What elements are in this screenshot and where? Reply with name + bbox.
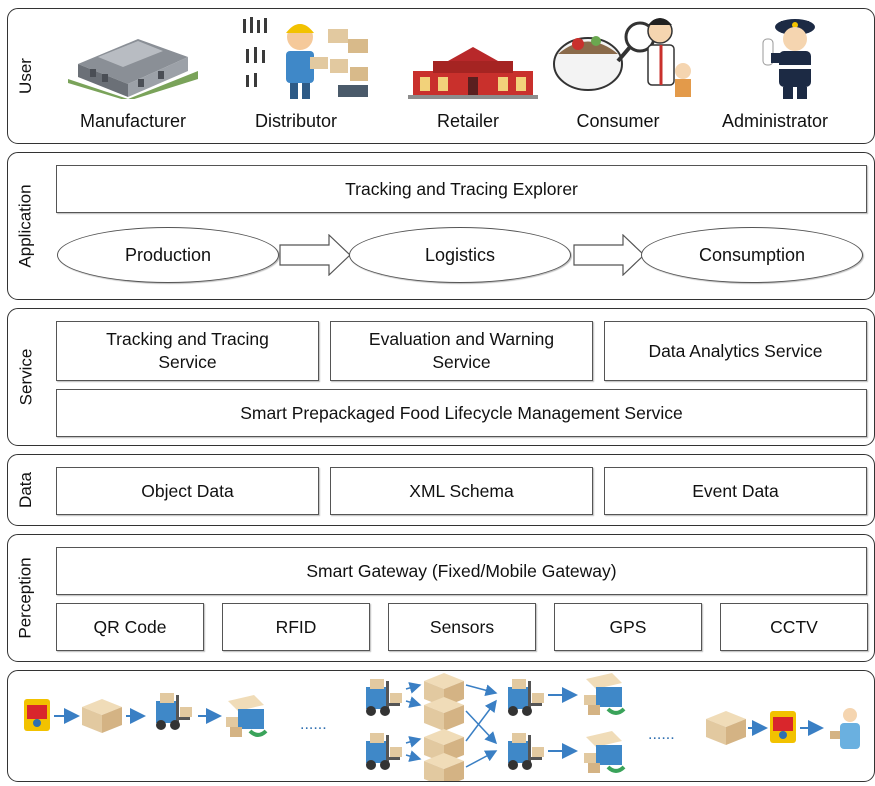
stage-consumption: Consumption bbox=[641, 227, 863, 283]
box-icon bbox=[424, 697, 464, 731]
service-layer-label: Service bbox=[16, 348, 35, 406]
stage-production: Production bbox=[57, 227, 279, 283]
box-icon bbox=[82, 699, 122, 733]
forklift-icon bbox=[508, 679, 544, 716]
ellipsis-left: ...... bbox=[300, 716, 327, 733]
delivery-icon bbox=[582, 671, 626, 717]
ellipsis-right: ...... bbox=[648, 726, 675, 743]
data-analytics-service: Data Analytics Service bbox=[604, 321, 867, 381]
actor-administrator: Administrator bbox=[713, 9, 873, 131]
object-data: Object Data bbox=[56, 467, 319, 515]
tracking-tracing-service: Tracking and Tracing Service bbox=[56, 321, 319, 381]
actor-distributor: Distributor bbox=[228, 9, 388, 131]
device-rfid: RFID bbox=[222, 603, 370, 651]
box-icon bbox=[706, 711, 746, 745]
snack-bag-icon bbox=[770, 711, 796, 743]
perception-layer-label: Perception bbox=[16, 557, 35, 639]
forklift-icon bbox=[366, 733, 402, 770]
actor-label: Distributor bbox=[254, 111, 338, 131]
police-officer-icon bbox=[762, 19, 815, 99]
tracking-tracing-explorer: Tracking and Tracing Explorer bbox=[56, 165, 867, 213]
device-cctv: CCTV bbox=[720, 603, 868, 651]
arrow-right-icon bbox=[279, 234, 351, 276]
xml-schema: XML Schema bbox=[330, 467, 593, 515]
actor-retailer: Retailer bbox=[393, 9, 553, 131]
food-inspection-icon bbox=[553, 18, 691, 97]
actor-label: Consumer bbox=[576, 111, 660, 131]
actor-label: Administrator bbox=[721, 111, 829, 131]
actor-label: Retailer bbox=[436, 111, 500, 131]
lifecycle-management-service: Smart Prepackaged Food Lifecycle Managem… bbox=[56, 389, 867, 437]
device-sensors: Sensors bbox=[388, 603, 536, 651]
forklift-icon bbox=[366, 679, 402, 716]
factory-icon bbox=[68, 39, 198, 99]
event-data: Event Data bbox=[604, 467, 867, 515]
snack-bag-icon bbox=[24, 699, 50, 731]
supply-chain-flow: ...... ...... bbox=[24, 671, 860, 781]
arrow-right-icon bbox=[573, 234, 645, 276]
stage-logistics: Logistics bbox=[349, 227, 571, 283]
service-layer: Service Tracking and Tracing Service Eva… bbox=[7, 308, 875, 446]
forklift-icon bbox=[508, 733, 544, 770]
consumer-icon bbox=[830, 708, 860, 749]
data-layer-label: Data bbox=[15, 472, 35, 508]
store-icon bbox=[408, 47, 538, 99]
application-layer: Application Tracking and Tracing Explore… bbox=[7, 152, 875, 300]
device-gps: GPS bbox=[554, 603, 702, 651]
actor-label: Manufacturer bbox=[79, 111, 187, 131]
delivery-icon bbox=[582, 729, 626, 775]
user-layer: User Manufacturer bbox=[7, 8, 875, 144]
application-layer-label: Application bbox=[16, 184, 36, 268]
perception-layer: Perception Smart Gateway (Fixed/Mobile G… bbox=[7, 534, 875, 662]
smart-gateway: Smart Gateway (Fixed/Mobile Gateway) bbox=[56, 547, 867, 595]
warehouse-worker-icon bbox=[243, 17, 368, 99]
actor-consumer: Consumer bbox=[543, 9, 703, 131]
user-layer-label: User bbox=[16, 58, 35, 94]
evaluation-warning-service: Evaluation and Warning Service bbox=[330, 321, 593, 381]
forklift-icon bbox=[156, 693, 192, 730]
supply-chain-layer: ...... ...... bbox=[7, 670, 875, 782]
data-layer: Data Object Data XML Schema Event Data bbox=[7, 454, 875, 526]
device-qr-code: QR Code bbox=[56, 603, 204, 651]
actor-manufacturer: Manufacturer bbox=[53, 9, 213, 131]
delivery-icon bbox=[224, 693, 268, 739]
